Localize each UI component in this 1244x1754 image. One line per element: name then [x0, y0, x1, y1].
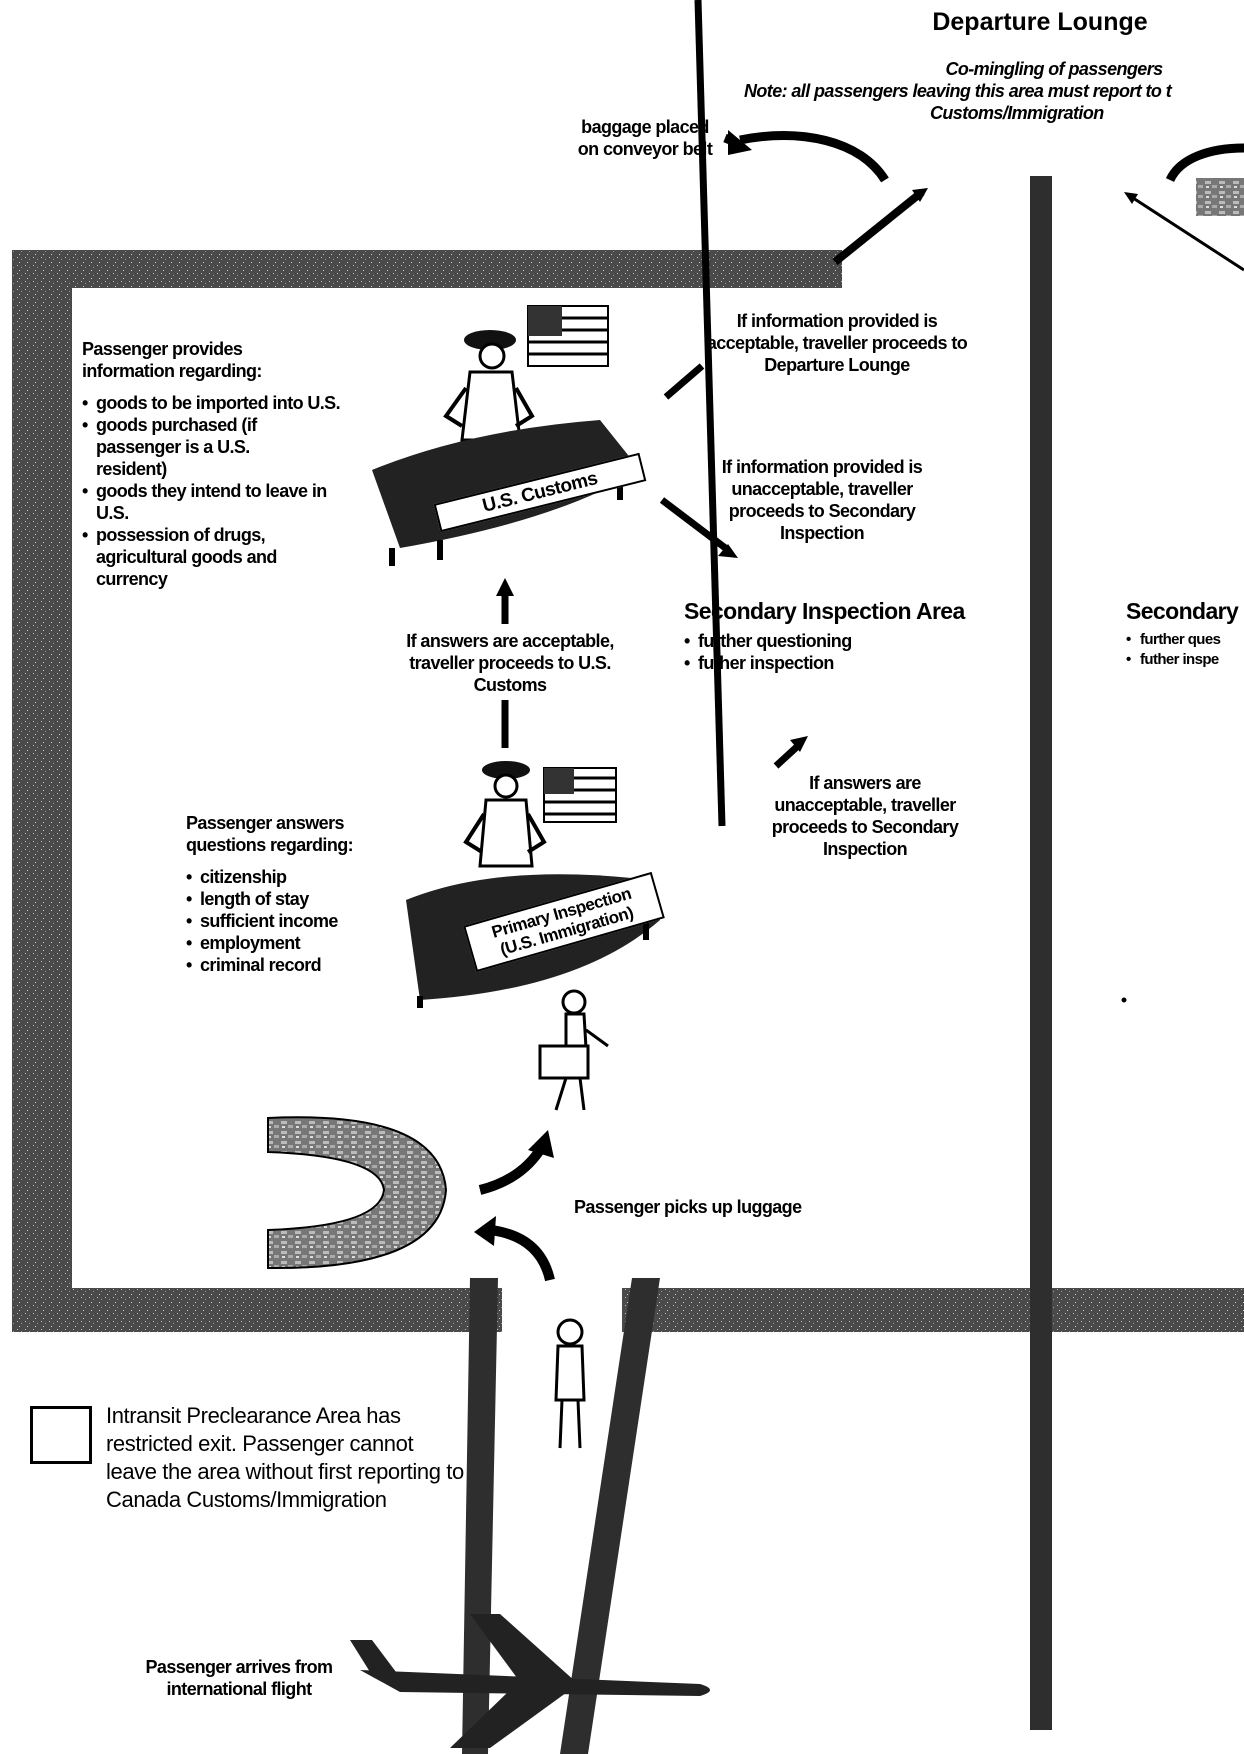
list-item: goods purchased (if passenger is a U.S. …: [82, 414, 306, 480]
secondary-right-title: Secondary: [1126, 598, 1239, 624]
secondary-right-list: further ques futher inspe: [1126, 630, 1244, 670]
customs-info-intro: Passenger provides information regarding…: [82, 339, 262, 381]
exit-note: Note: all passengers leaving this area m…: [744, 80, 1244, 124]
list-item: goods they intend to leave in U.S.: [82, 480, 352, 524]
us-flag-icon: [543, 767, 617, 823]
customs-officer-icon: [463, 761, 547, 868]
flow-arrow-icon: [723, 130, 928, 266]
customs-info-block: Passenger provides information regarding…: [82, 338, 352, 590]
customs-acceptable-note: If information provided is acceptable, t…: [706, 311, 968, 375]
secondary-title: Secondary Inspection Area: [684, 598, 965, 624]
us-flag-icon: [527, 305, 609, 367]
flow-arrow-icon: [1124, 143, 1244, 272]
flow-arrow-icon: [474, 1130, 555, 1282]
list-item: citizenship: [186, 866, 386, 888]
luggage-pickup-note: Passenger picks up luggage: [574, 1197, 802, 1217]
customs-info-list: goods to be imported into U.S. goods pur…: [82, 392, 352, 590]
list-item: sufficient income: [186, 910, 386, 932]
traveller-icon: [538, 989, 609, 1111]
immigration-info-block: Passenger answers questions regarding: c…: [186, 812, 386, 976]
list-item: employment: [186, 932, 386, 954]
secondary-inspection-area-right: Secondary further ques futher inspe: [1126, 596, 1244, 670]
customs-officer-icon: [443, 330, 535, 442]
list-item: criminal record: [186, 954, 386, 976]
departure-lounge-title: Departure Lounge: [932, 8, 1148, 36]
baggage-carousel-icon: [267, 1116, 448, 1270]
immigration-info-list: citizenship length of stay sufficient in…: [186, 866, 386, 976]
arrival-note: Passenger arrives from international fli…: [145, 1657, 334, 1699]
airplane-icon: [350, 1614, 710, 1748]
secondary-inspection-area: Secondary Inspection Area further questi…: [684, 596, 1014, 674]
list-item: further ques: [1126, 630, 1244, 650]
comingling-note: Co-mingling of passengers: [945, 59, 1163, 79]
immigration-info-intro: Passenger answers questions regarding:: [186, 813, 354, 855]
exit-note-line1: Note: all passengers leaving this area m…: [744, 81, 1172, 101]
baggage-line1: baggage placed: [581, 117, 709, 137]
baggage-conveyor-label: baggage placed on conveyor belt: [560, 116, 730, 160]
legend-text: Intransit Preclearance Area has restrict…: [106, 1403, 464, 1512]
answers-acceptable-note: If answers are acceptable, traveller pro…: [406, 631, 614, 695]
legend-swatch: [30, 1406, 92, 1464]
answers-unacceptable-note: If answers are unacceptable, traveller p…: [771, 773, 959, 859]
list-item: futher inspe: [1126, 650, 1244, 670]
list-item: length of stay: [186, 888, 386, 910]
traveller-icon: [554, 1318, 586, 1449]
exit-note-line2: Customs/Immigration: [930, 103, 1104, 123]
customs-unacceptable-note: If information provided is unacceptable,…: [721, 457, 923, 543]
flow-arrow-icon: [694, 0, 808, 827]
preclearance-walls: [12, 176, 1244, 1754]
secondary-list: further questioning futher inspection: [684, 630, 1014, 674]
list-item: futher inspection: [684, 652, 1014, 674]
list-item: possession of drugs, agricultural goods …: [82, 524, 326, 590]
list-item: further questioning: [684, 630, 1014, 652]
baggage-line2: on conveyor belt: [577, 139, 713, 159]
list-item: goods to be imported into U.S.: [82, 392, 352, 414]
